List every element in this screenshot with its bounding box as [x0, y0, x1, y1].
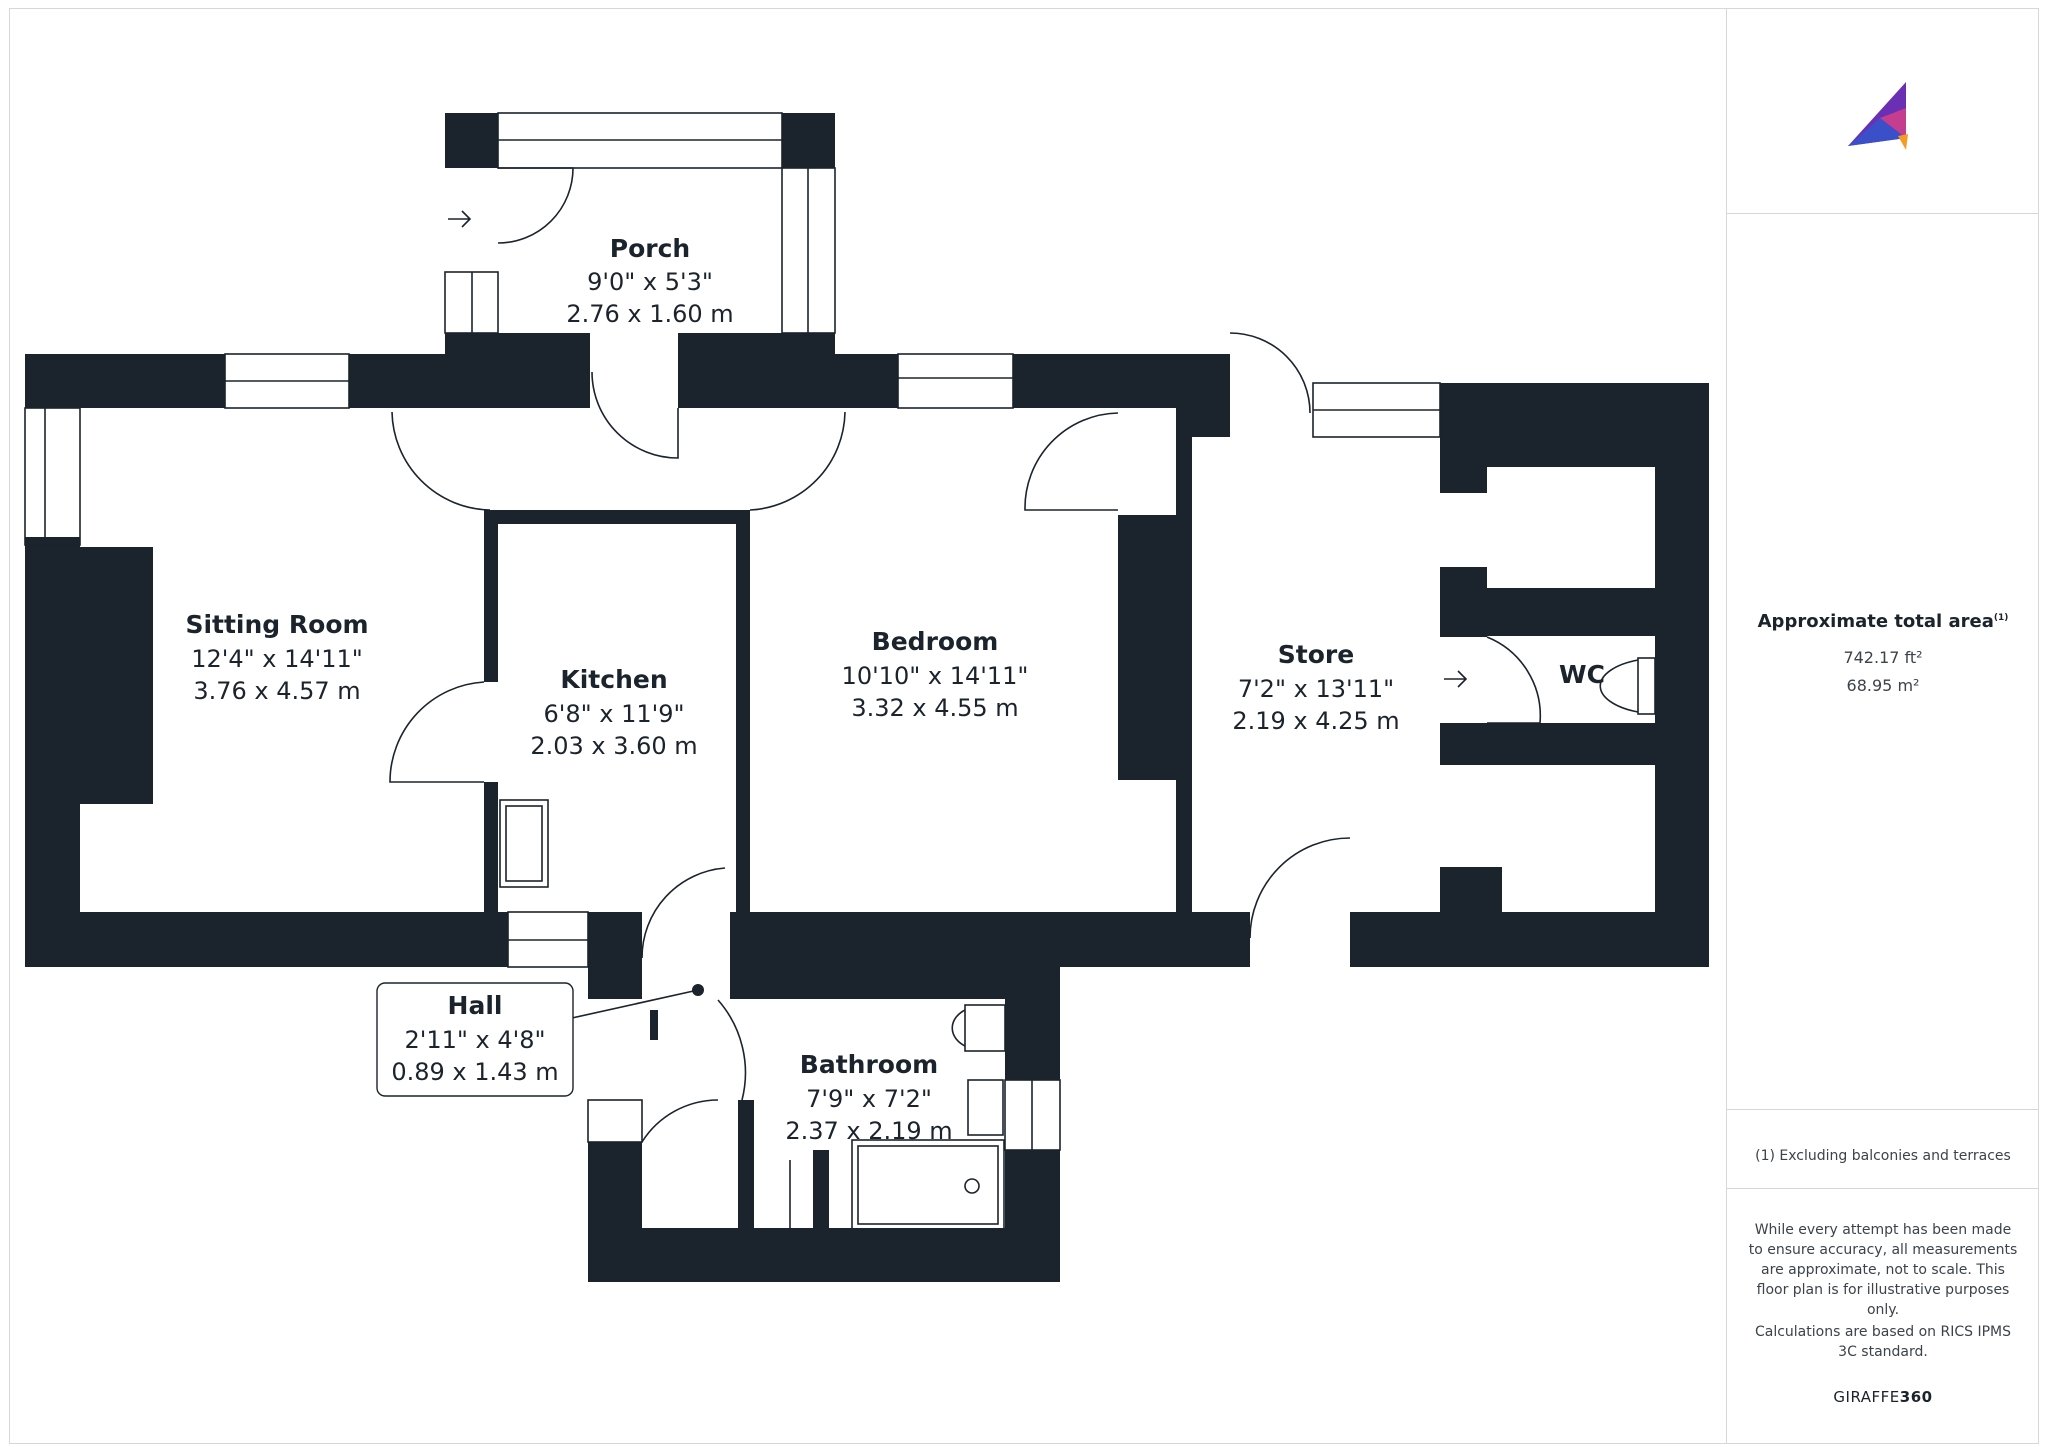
door-swing	[389, 681, 485, 783]
hall-label-box	[376, 982, 574, 1097]
area-metric: 68.95 m²	[1846, 676, 1920, 695]
door-swing	[1486, 636, 1542, 724]
room-name-hall: Hall	[448, 991, 503, 1020]
door-swing	[641, 1099, 719, 1143]
room-metric-sitting-room: 3.76 x 4.57 m	[193, 677, 360, 705]
room-dims-sitting-room: 12'4" x 14'11"	[191, 645, 363, 673]
room-metric-store: 2.19 x 4.25 m	[1232, 707, 1399, 735]
room-metric-hall: 0.89 x 1.43 m	[391, 1058, 558, 1086]
door-swing	[391, 411, 491, 511]
wall	[1350, 912, 1709, 967]
area-title: Approximate total area(1)	[1727, 611, 2039, 632]
door-swing	[641, 867, 726, 959]
footnote-text: (1) Excluding balconies and terraces	[1755, 1148, 2011, 1164]
door-swing	[749, 411, 846, 511]
room-name-kitchen: Kitchen	[560, 665, 667, 694]
bathtub	[851, 1139, 1005, 1231]
wall	[738, 1100, 754, 1230]
wall	[813, 1150, 829, 1230]
room-dims-bedroom: 10'10" x 14'11"	[842, 662, 1029, 690]
door-swing	[717, 999, 747, 1101]
wall	[445, 113, 498, 168]
entry-arrow-icon	[1444, 670, 1468, 688]
kitchen-sink	[499, 799, 549, 888]
room-name-wc: WC	[1559, 660, 1605, 689]
room-name-bathroom: Bathroom	[800, 1050, 938, 1079]
wall	[349, 354, 590, 408]
door-swing	[497, 167, 574, 244]
wall	[588, 1228, 1060, 1282]
door-swing	[591, 371, 679, 459]
room-metric-kitchen: 2.03 x 3.60 m	[530, 732, 697, 760]
area-imperial: 742.17 ft²	[1843, 648, 1923, 667]
divider	[1727, 213, 2039, 214]
walls	[25, 113, 1709, 1282]
brand-wordmark: GIRAFFE360	[1727, 1388, 2039, 1406]
wall	[484, 782, 498, 912]
wall	[1118, 515, 1176, 780]
wc-toilet	[1637, 657, 1656, 715]
room-metric-bathroom: 2.37 x 2.19 m	[785, 1117, 952, 1145]
windows	[24, 112, 1441, 1151]
window	[24, 407, 81, 546]
window	[897, 353, 1014, 409]
floor-plan: Porch 9'0" x 5'3" 2.76 x 1.60 m Sitting …	[24, 112, 1709, 1282]
info-sidebar: Approximate total area(1) 742.17 ft² 68.…	[1726, 8, 2039, 1444]
area-title-text: Approximate total area	[1757, 611, 1994, 632]
area-footnote-mark: (1)	[1993, 613, 2009, 623]
wall	[782, 113, 835, 168]
room-name-porch: Porch	[610, 234, 690, 263]
brand-prefix: GIRAFFE	[1833, 1388, 1900, 1406]
giraffe360-logo-icon	[1848, 82, 1908, 150]
wall	[494, 510, 744, 524]
window	[587, 1099, 643, 1143]
room-dims-hall: 2'11" x 4'8"	[404, 1026, 545, 1054]
wall	[588, 912, 642, 999]
room-name-bedroom: Bedroom	[872, 627, 999, 656]
calculation-note: Calculations are based on RICS IPMS 3C s…	[1754, 1324, 2012, 1360]
entry-arrows	[448, 210, 1468, 688]
door-swing	[1249, 837, 1351, 939]
toilet	[964, 1004, 1006, 1052]
wall	[1176, 408, 1192, 912]
wall	[25, 354, 225, 408]
room-dims-kitchen: 6'8" x 11'9"	[543, 700, 684, 728]
room-metric-bedroom: 3.32 x 4.55 m	[851, 694, 1018, 722]
wall	[484, 510, 498, 682]
entry-arrow-icon	[448, 210, 472, 228]
wall	[1440, 383, 1487, 493]
room-dims-porch: 9'0" x 5'3"	[587, 268, 713, 296]
room-metric-porch: 2.76 x 1.60 m	[566, 300, 733, 328]
room-name-sitting-room: Sitting Room	[185, 610, 368, 639]
wall	[650, 1010, 658, 1040]
divider	[1727, 1188, 2039, 1189]
hall-callout	[376, 982, 704, 1097]
room-name-store: Store	[1278, 640, 1354, 669]
wall	[1655, 383, 1709, 967]
sheet-border	[9, 8, 2039, 1444]
doors	[389, 167, 1542, 1143]
room-dims-store: 7'2" x 13'11"	[1238, 675, 1394, 703]
brand-suffix: 360	[1899, 1388, 1933, 1406]
fixtures	[499, 657, 1656, 1231]
wall	[678, 354, 898, 408]
wall	[25, 912, 508, 967]
wall	[1005, 967, 1060, 1080]
room-dims-bathroom: 7'9" x 7'2"	[806, 1085, 932, 1113]
wall	[25, 547, 153, 804]
disclaimer-text: While every attempt has been made to ens…	[1748, 1222, 2018, 1318]
wall	[1440, 588, 1709, 636]
divider	[1727, 1109, 2039, 1110]
wall	[736, 510, 750, 914]
wall	[1440, 723, 1709, 765]
room-labels: Porch 9'0" x 5'3" 2.76 x 1.60 m Sitting …	[185, 234, 1605, 1145]
door-swing	[1024, 412, 1119, 511]
door-swing	[1229, 332, 1311, 414]
bathroom-basin	[967, 1079, 1004, 1136]
wall	[1440, 867, 1502, 922]
